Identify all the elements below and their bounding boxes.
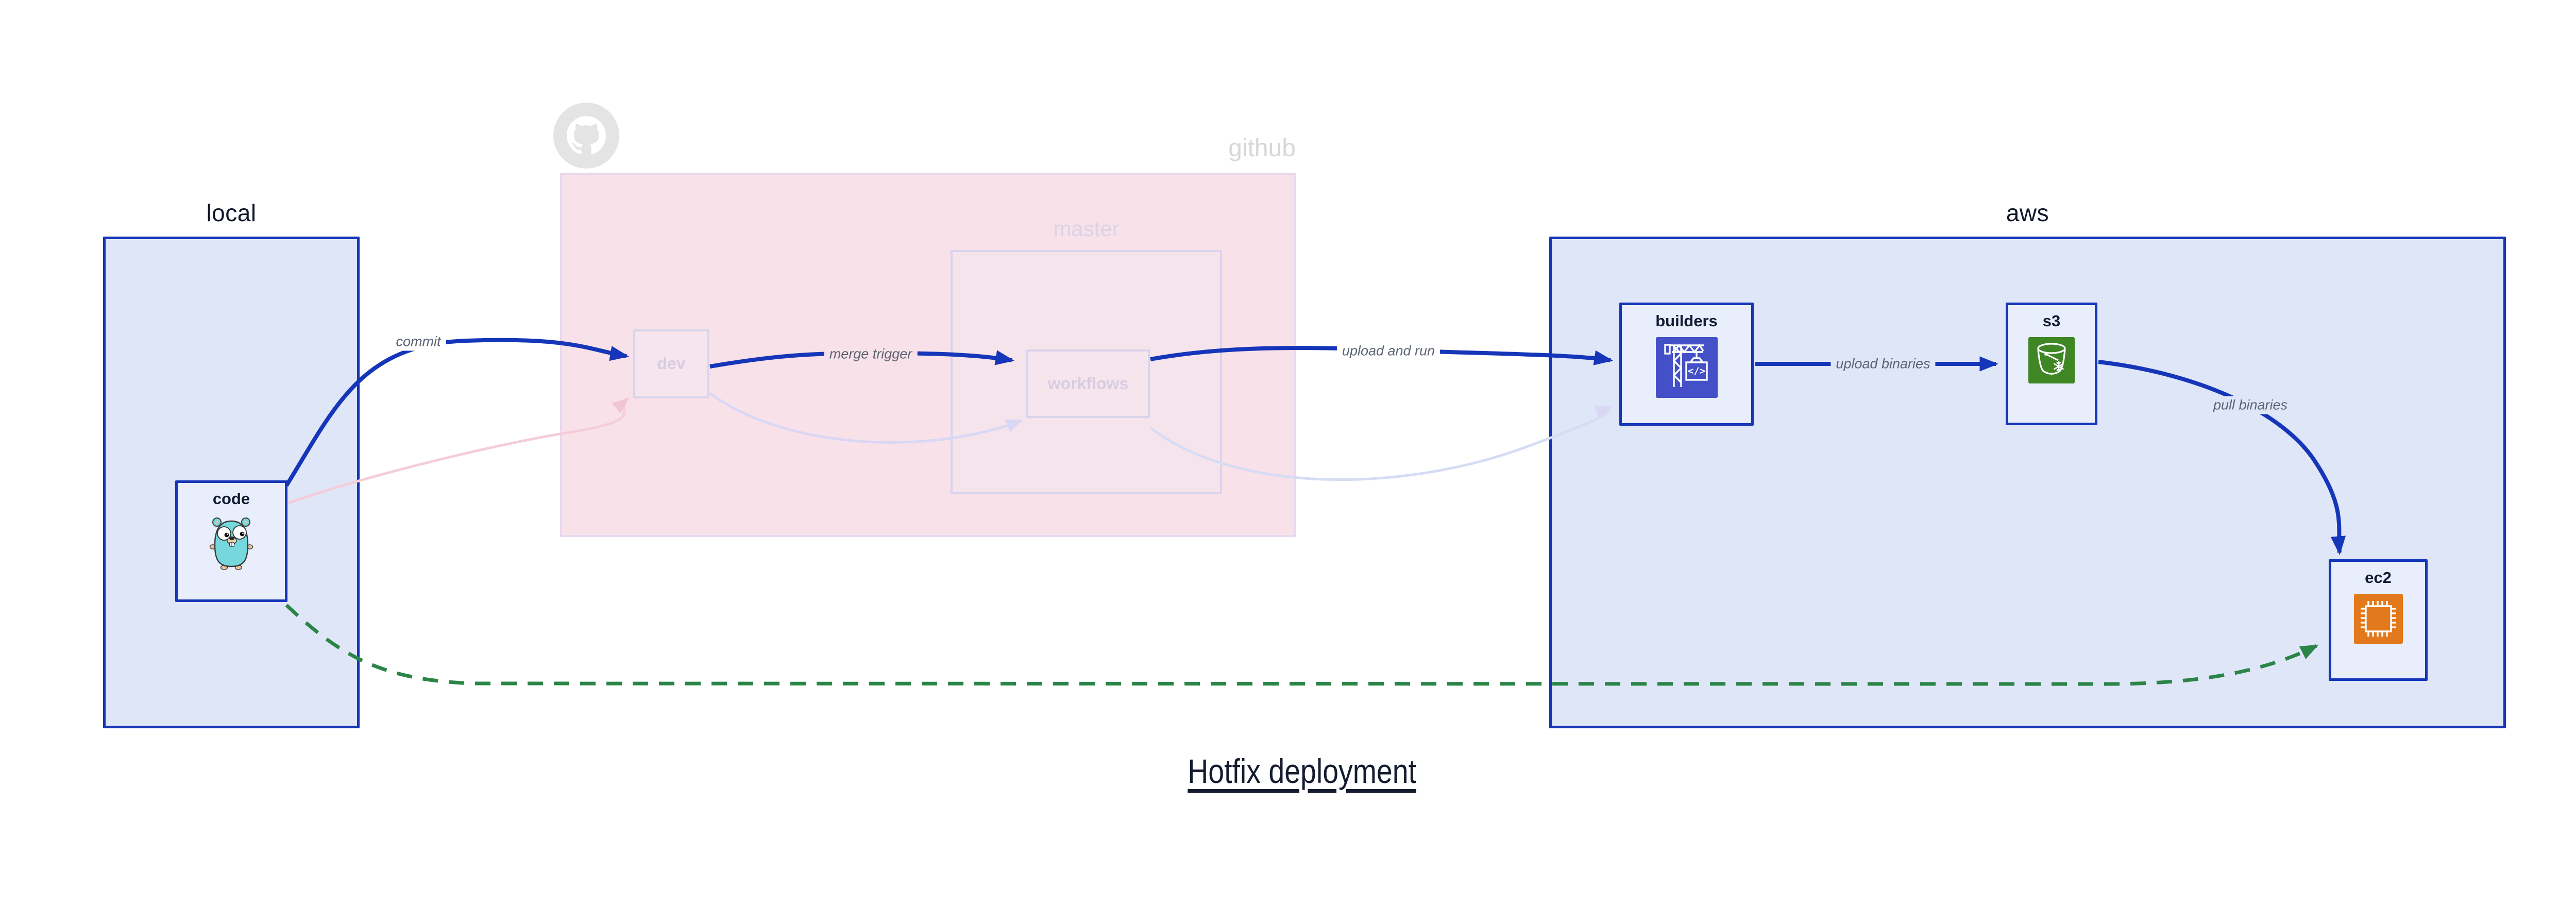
github-group-label: github xyxy=(1228,135,1296,162)
aws-group-label: aws xyxy=(2006,199,2049,226)
node-dev: dev xyxy=(633,329,709,398)
edge-upload-and-run-label: upload and run xyxy=(1336,342,1440,360)
diagram-title-row: Hotfix deployment xyxy=(0,751,2576,791)
edge-commit-line xyxy=(284,338,630,487)
gopher-icon xyxy=(209,517,253,570)
edge-faded-code-dev xyxy=(288,397,630,505)
s3-bucket-icon xyxy=(2028,337,2075,384)
edge-faded-dev-workflows xyxy=(708,392,1024,444)
master-branch-label: master xyxy=(1053,216,1120,241)
edge-hotfix-dashed xyxy=(285,604,2319,686)
ec2-chip-icon xyxy=(2353,594,2403,644)
edge-upload-binaries-label: upload binaries xyxy=(1831,355,1936,373)
edge-merge-trigger-label: merge trigger xyxy=(824,345,918,363)
node-ec2-label: ec2 xyxy=(2365,569,2392,587)
node-workflows: workflows xyxy=(1026,349,1150,418)
node-s3: s3 xyxy=(2006,303,2097,425)
edge-commit-label: commit xyxy=(391,332,446,351)
node-workflows-label: workflows xyxy=(1047,374,1129,393)
node-code: code xyxy=(175,480,287,602)
codebuild-crane-icon: </> xyxy=(1655,337,1718,398)
node-dev-label: dev xyxy=(657,354,686,373)
diagram-title: Hotfix deployment xyxy=(1188,752,1416,790)
node-ec2: ec2 xyxy=(2329,559,2428,681)
edge-faded-workflows-builders xyxy=(1149,406,1613,481)
node-s3-label: s3 xyxy=(2042,312,2061,330)
local-group-label: local xyxy=(206,199,257,226)
node-builders: builders </> xyxy=(1619,303,1754,426)
svg-text:</>: </> xyxy=(1687,365,1705,377)
edge-pull-binaries-label: pull binaries xyxy=(2208,396,2293,414)
edge-pull-binaries-line xyxy=(2098,360,2346,556)
node-code-label: code xyxy=(212,490,250,508)
node-builders-label: builders xyxy=(1655,312,1718,330)
github-octocat-icon xyxy=(552,102,620,172)
